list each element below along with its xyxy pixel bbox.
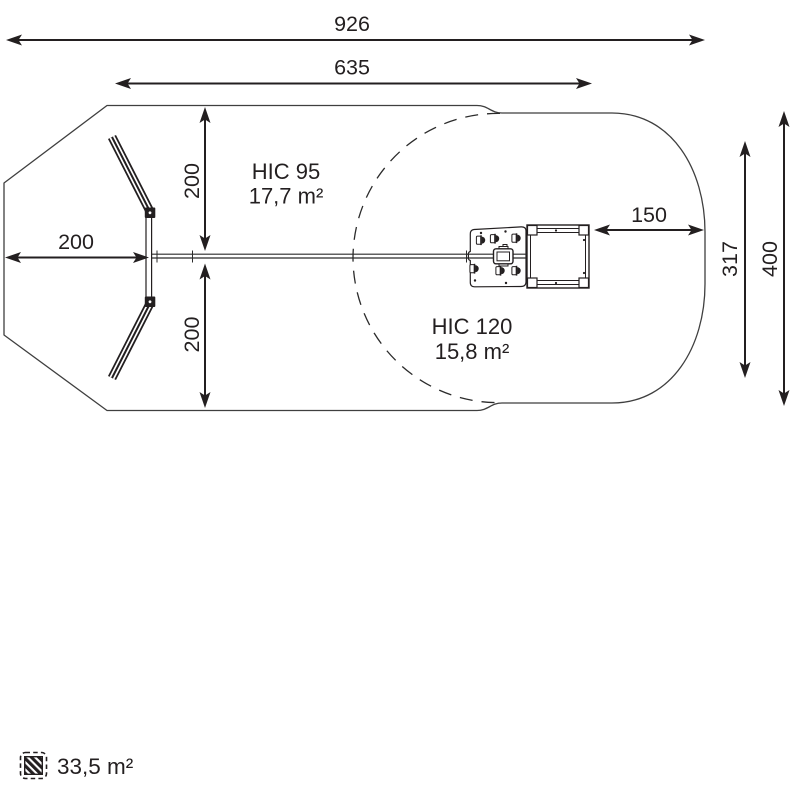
tower-panel (466, 226, 527, 288)
safety-zone-outline (3, 104, 706, 412)
swing-frame (107, 134, 156, 381)
swing-joint-top (144, 207, 156, 218)
dim-upper-zone (199, 107, 211, 251)
hatched-area-icon (19, 751, 48, 780)
dim-label-left-zone: 200 (58, 230, 94, 254)
dim-label-right-clearance: 150 (631, 203, 667, 227)
dim-label-inner-height: 317 (718, 241, 742, 277)
swing-leg-bottom (107, 300, 155, 381)
corner-bracket (578, 224, 590, 236)
swing-joint-bottom (144, 296, 156, 307)
tower-platform (526, 224, 590, 289)
hic120-area: 15,8 m² (435, 339, 510, 364)
dim-label-total-width: 926 (334, 12, 370, 36)
corner-bracket (526, 224, 538, 236)
hic95-area: 17,7 m² (249, 184, 324, 209)
hic95-label: HIC 95 (252, 159, 320, 184)
dim-label-total-height: 400 (758, 241, 782, 277)
dim-left-zone (5, 252, 149, 263)
dim-right-clearance (594, 224, 704, 236)
beam-clamp (492, 246, 514, 267)
hic120-label: HIC 120 (432, 314, 513, 339)
swing-beam (151, 250, 527, 263)
dim-label-upper-zone: 200 (180, 163, 204, 199)
dim-lower-zone (199, 263, 211, 408)
total-area-label: 33,5 m² (57, 754, 134, 779)
dim-inner-height (739, 141, 751, 378)
dim-total-width (6, 34, 705, 46)
dim-total-height (778, 111, 790, 406)
swing-leg-top (107, 134, 155, 215)
corner-bracket (526, 277, 538, 289)
dim-label-lower-zone: 200 (180, 317, 204, 353)
area-legend: 33,5 m² (19, 751, 134, 780)
corner-bracket (578, 277, 590, 289)
dim-label-equipment-width: 635 (334, 56, 370, 80)
dim-equipment-width (115, 78, 592, 89)
